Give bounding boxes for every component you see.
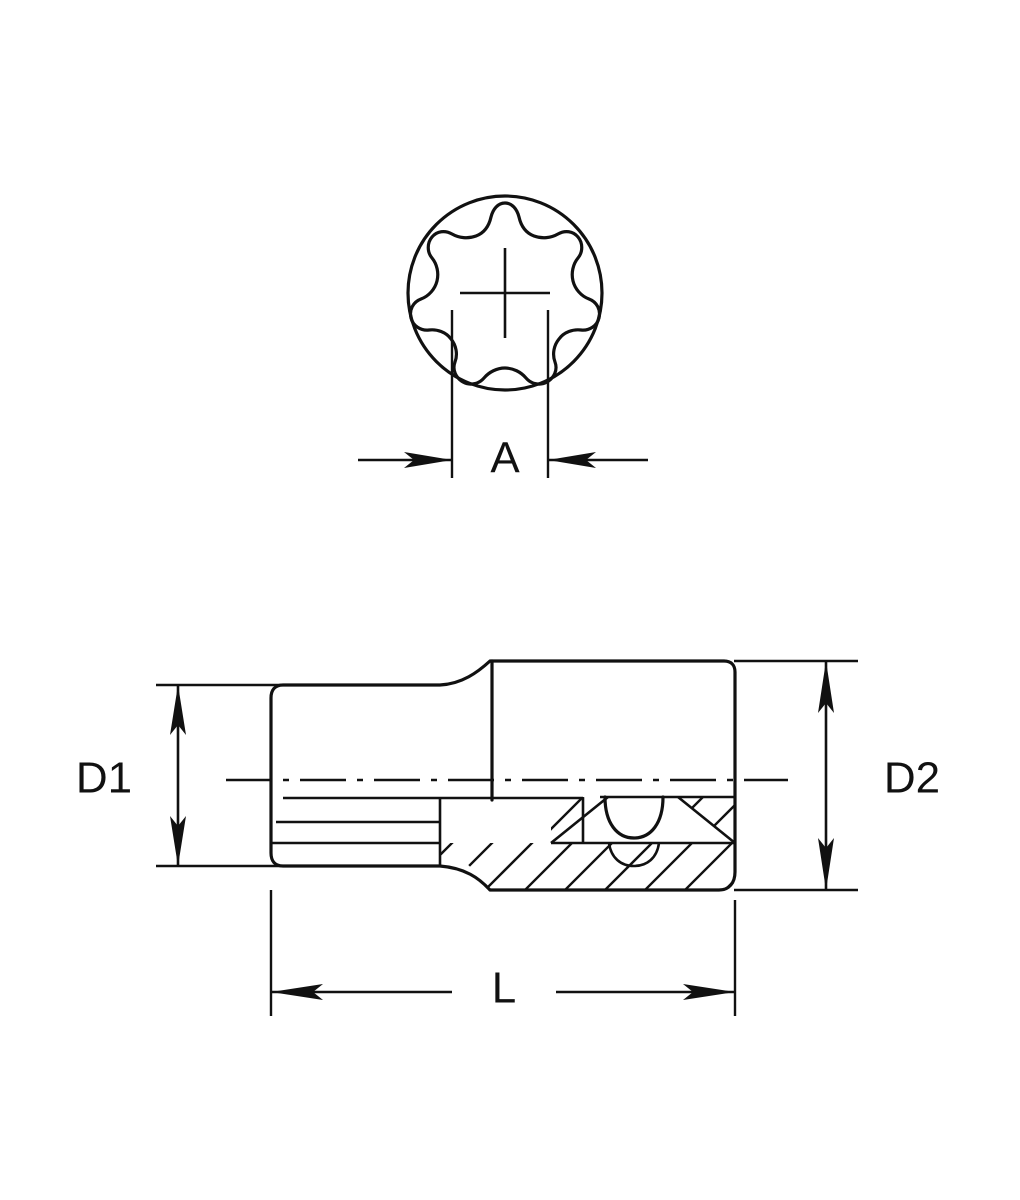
dimension-d1: D1 (76, 683, 284, 868)
dimension-a: A (358, 434, 648, 483)
drive-recess-lower-arc (607, 842, 661, 868)
dimension-a-arrow-right (548, 452, 596, 468)
socket-outer-profile (269, 659, 737, 892)
dimension-d2-arrow-top (818, 661, 834, 713)
dimension-a-arrow-left (404, 452, 452, 468)
end-view-group: A (358, 194, 648, 483)
section-hatching-drive-left (551, 797, 608, 843)
drive-chamfer-left (550, 795, 609, 845)
dimension-d1-arrow-bottom (170, 816, 186, 866)
dimension-d2: D2 (734, 659, 940, 892)
dimension-l-arrow-left (271, 984, 323, 1000)
torx-star-profile (408, 201, 602, 386)
section-view-group: D1 D2 L (76, 659, 940, 1016)
dimension-l-label: L (492, 964, 516, 1013)
dimension-d1-arrow-top (170, 685, 186, 735)
dimension-l-arrow-right (683, 984, 735, 1000)
dimension-d2-arrow-bottom (818, 838, 834, 890)
socket-outer-circle (406, 194, 604, 392)
dimension-d2-label: D2 (884, 754, 940, 803)
dimension-d1-label: D1 (76, 754, 132, 803)
dimension-l: L (269, 890, 737, 1016)
drive-recess-u-curve (603, 795, 665, 840)
drive-chamfer-right (677, 795, 736, 845)
dimension-a-label: A (490, 434, 520, 483)
